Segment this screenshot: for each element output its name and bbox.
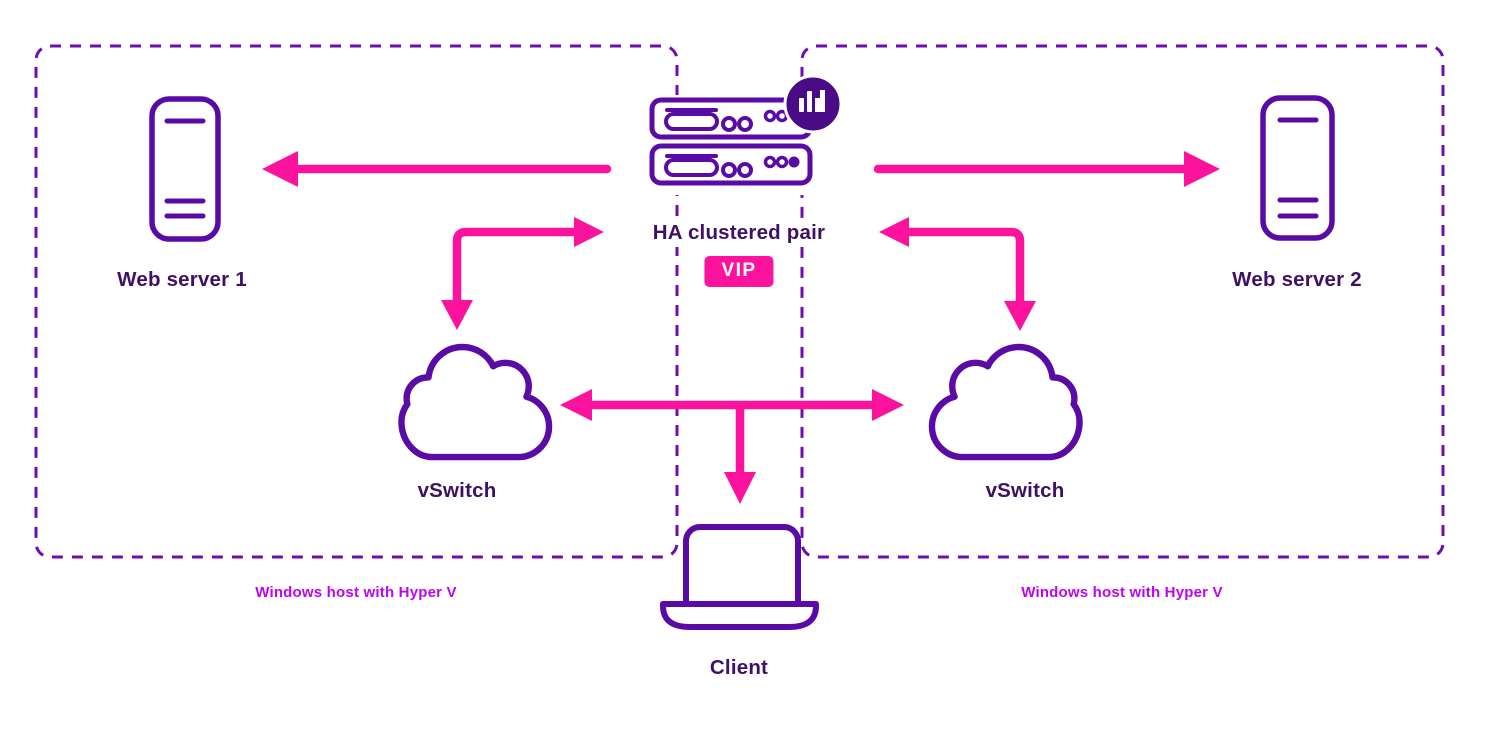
- web-server-2-label: Web server 2: [1232, 268, 1362, 291]
- arrowhead-down-icon: [1004, 301, 1036, 331]
- arrowhead-right-icon: [1184, 151, 1220, 187]
- web-server-1-icon: [149, 96, 221, 242]
- client-laptop-icon: [660, 524, 819, 630]
- elbow-ha-to-vswitch-right: [904, 227, 1025, 306]
- hyperv-host-left-label: Windows host with Hyper V: [255, 584, 457, 601]
- connection-lines: [293, 164, 1189, 478]
- arrowhead-left-icon: [879, 217, 909, 247]
- arrowhead-right-icon: [574, 217, 604, 247]
- arrowhead-down-icon: [441, 300, 473, 330]
- arrowhead-down-icon: [724, 472, 756, 504]
- arrowhead-right-icon: [872, 389, 904, 421]
- vswitch-left-label: vSwitch: [417, 479, 497, 502]
- arrowhead-left-icon: [262, 151, 298, 187]
- vswitch-right-label: vSwitch: [985, 479, 1065, 502]
- loadbalancer-logo-icon: [783, 74, 843, 134]
- hyperv-host-right-boundary: [800, 44, 1445, 559]
- connection-arrowheads: [262, 151, 1220, 504]
- ha-clustered-pair-label: HA clustered pair: [640, 219, 838, 247]
- arrowhead-left-icon: [560, 389, 592, 421]
- elbow-ha-to-vswitch-left: [452, 227, 579, 306]
- web-server-1-label: Web server 1: [117, 268, 247, 291]
- hyperv-host-left-boundary: [34, 44, 679, 559]
- client-label: Client: [709, 656, 769, 679]
- vip-badge: VIP: [704, 256, 774, 287]
- web-server-2-icon: [1260, 95, 1335, 241]
- vswitch-left-cloud-icon: [398, 343, 553, 461]
- vswitch-right-cloud-icon: [928, 343, 1083, 461]
- ha-pair-server-stack-icon: [645, 95, 819, 195]
- hyperv-host-right-label: Windows host with Hyper V: [1021, 584, 1223, 601]
